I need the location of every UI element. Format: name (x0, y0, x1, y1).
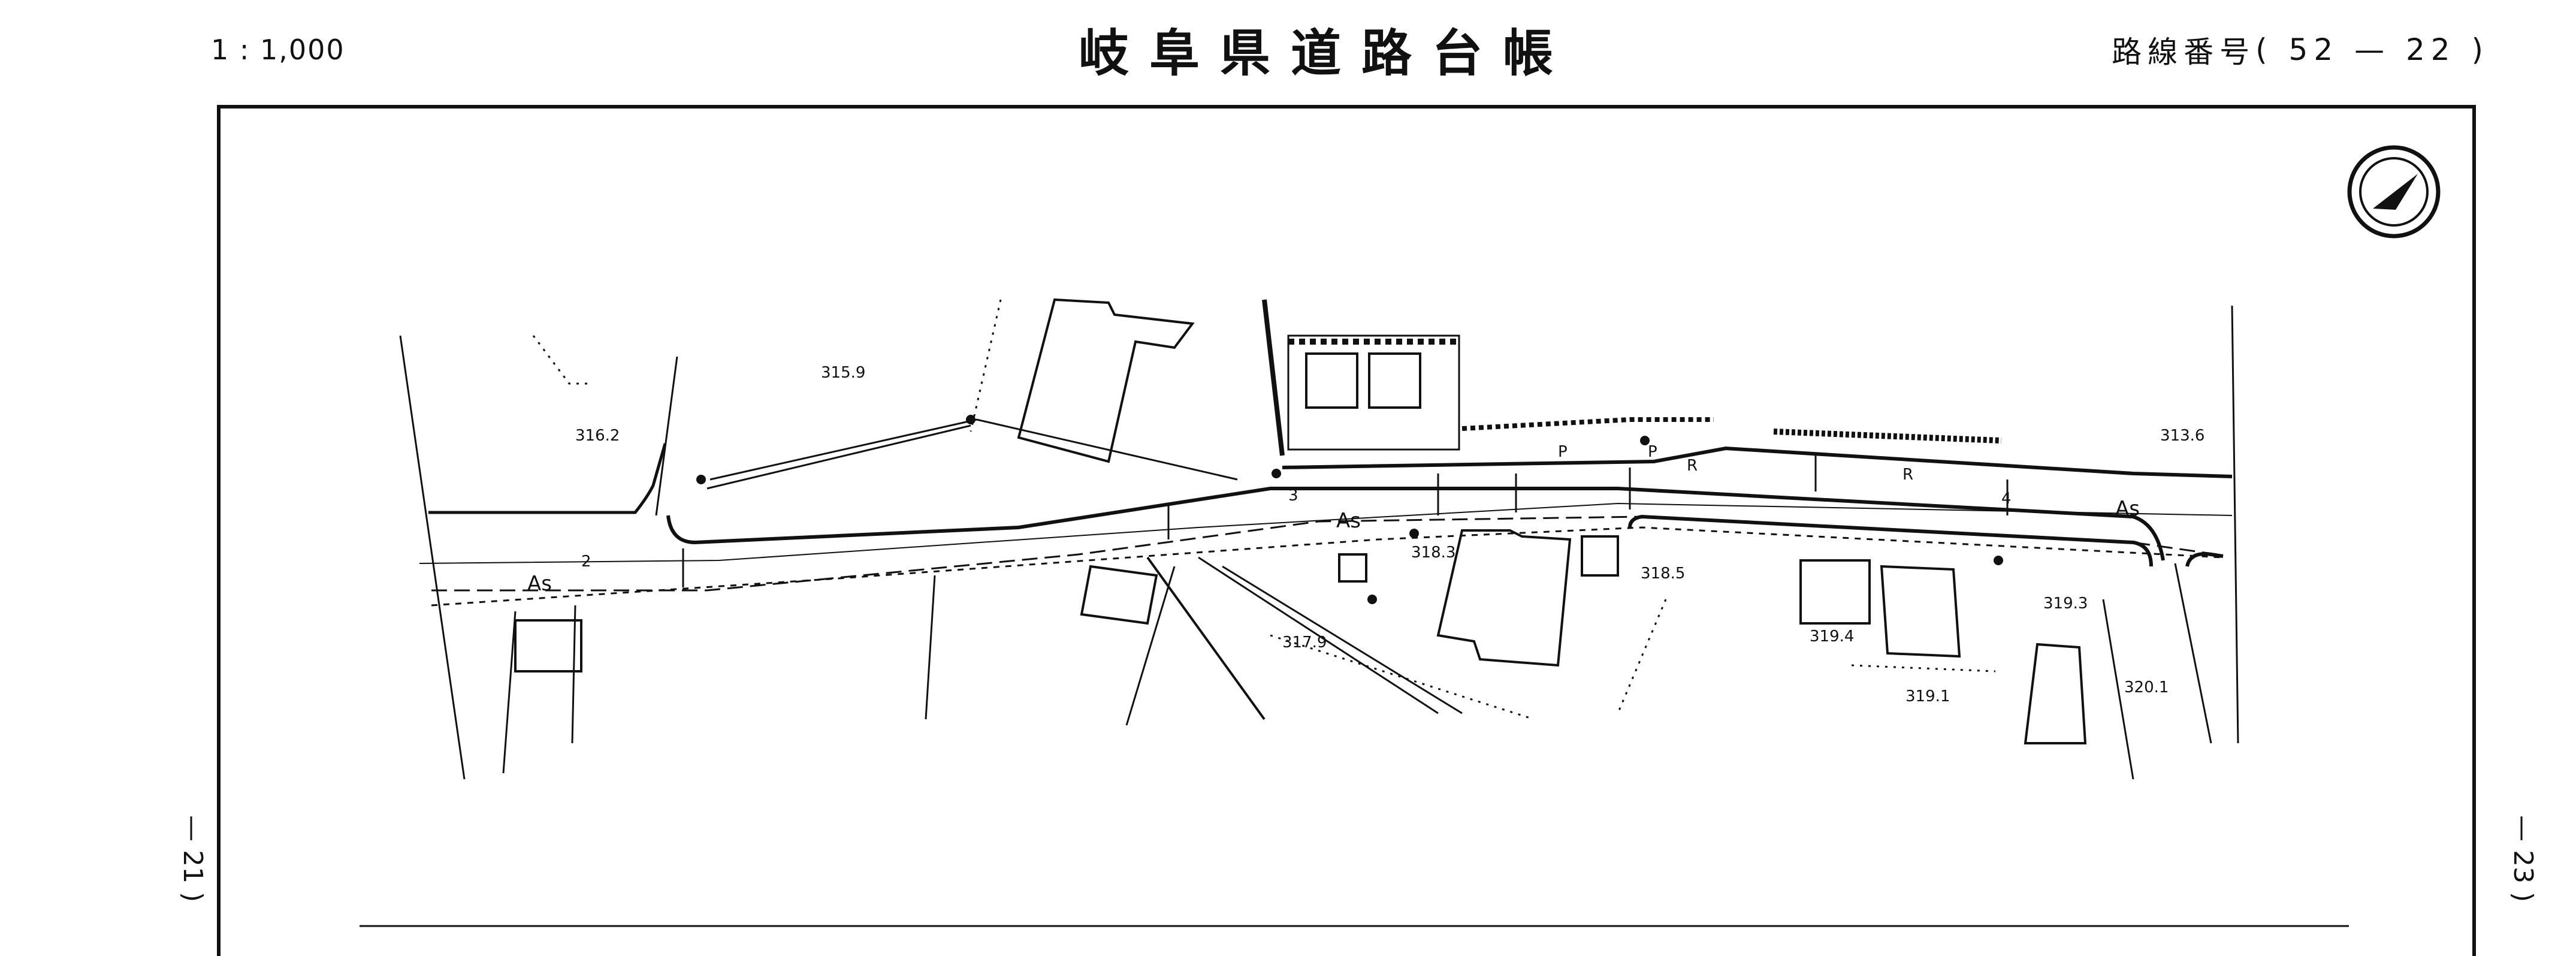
dotted-boundaries (532, 299, 1996, 720)
route-number: 路線番号 ( 52 — 22 ) (2112, 0, 2489, 99)
surface-label: As (1336, 509, 1361, 533)
point-symbols (696, 415, 2003, 604)
map-boundary (360, 305, 2349, 927)
station-marker: R (1687, 457, 1698, 475)
north-arrow-icon (2347, 145, 2441, 239)
elevation-label: 318.5 (1641, 565, 1685, 583)
elevation-label: 315.9 (821, 364, 865, 382)
page-title: 岐阜県道路台帳 (1079, 23, 1574, 83)
station-marker: 4 (2001, 490, 2012, 508)
station-marker: 3 (1288, 487, 1298, 505)
station-marker: 2 (581, 553, 591, 571)
map-frame (217, 105, 2476, 956)
station-marker: P (1648, 443, 1657, 461)
map-scale: 1 : 1,000 (211, 33, 345, 66)
adjacent-sheet-left: — 21 ) (177, 815, 208, 903)
elevation-label: 320.1 (2124, 678, 2169, 696)
elevation-label: 318.3 (1411, 544, 1455, 562)
elevation-label: 319.3 (2043, 595, 2088, 613)
elevation-label: 316.2 (575, 427, 620, 445)
parcel-lines (502, 356, 2212, 780)
route-value: ( 52 — 22 ) (2255, 32, 2489, 67)
route-label: 路線番号 (2112, 34, 2256, 70)
station-marker: P (1558, 443, 1568, 461)
adjacent-sheet-right: — 23 ) (2508, 815, 2538, 903)
station-markers: 2 3 4 P P R R (581, 443, 2012, 571)
elevation-label: 319.1 (1905, 687, 1950, 705)
station-marker: R (1902, 466, 1913, 484)
elevation-label: 313.6 (2160, 427, 2204, 445)
width-arrows (682, 456, 2009, 587)
buildings (514, 298, 2087, 744)
road-edges (419, 443, 2233, 607)
surface-labels: As As As (527, 497, 2140, 596)
elevation-label: 317.9 (1282, 634, 1327, 652)
elevation-labels: 315.9 316.2 313.6 318.3 318.5 317.9 319.… (575, 364, 2204, 705)
retaining-walls (1262, 299, 2002, 456)
surface-label: As (2115, 497, 2140, 521)
elevation-label: 319.4 (1810, 628, 1854, 646)
surface-label: As (527, 572, 552, 596)
